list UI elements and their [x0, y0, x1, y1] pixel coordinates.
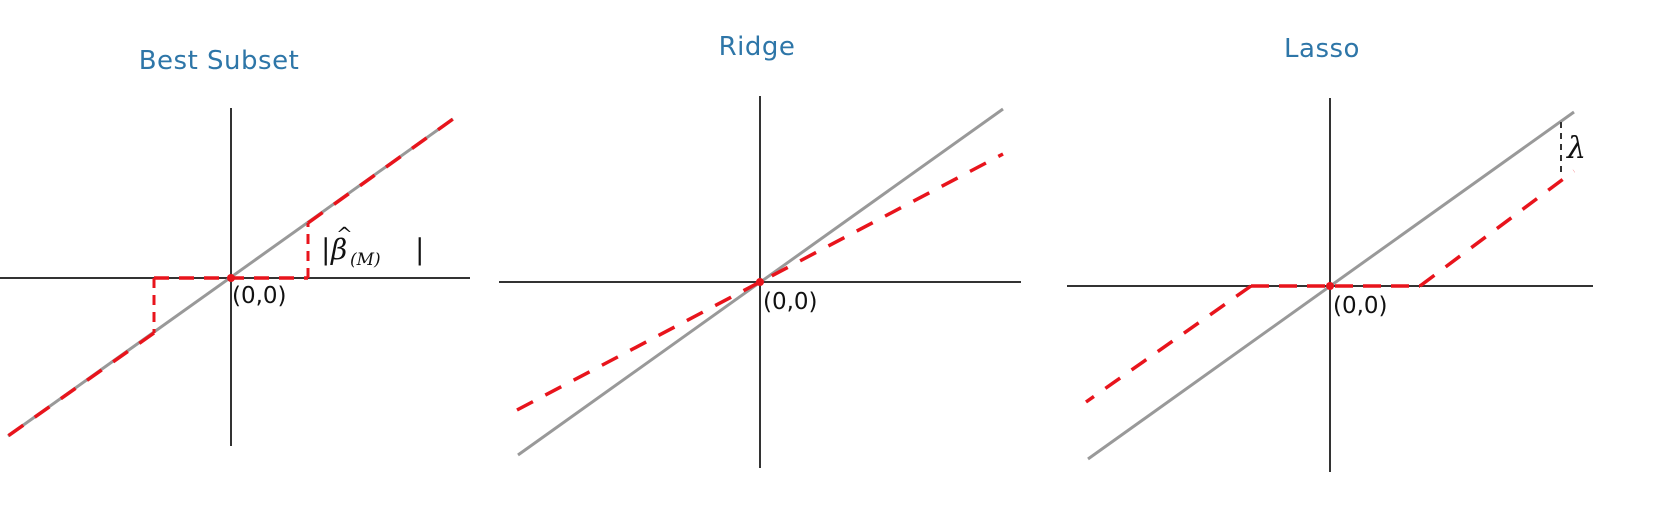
annotation-bar-left: | [321, 233, 330, 266]
best-subset-origin-dot [227, 274, 235, 282]
panel-lasso: (0,0) λ [1067, 98, 1593, 472]
lasso-estimator-right [1418, 169, 1576, 288]
panel-title-lasso: Lasso [1284, 34, 1360, 64]
ridge-origin-dot [756, 278, 764, 286]
best-subset-threshold-annotation: | β ^ (M) | [321, 222, 424, 270]
lasso-lambda-label: λ [1566, 131, 1586, 166]
lasso-estimator-left [1084, 284, 1253, 404]
annotation-hat: ^ [336, 222, 353, 246]
annotation-bar-right: | [415, 233, 424, 266]
lasso-origin-dot [1326, 282, 1334, 290]
best-subset-origin-label: (0,0) [232, 283, 287, 309]
annotation-beta: β [330, 233, 347, 266]
annotation-subscript: (M) [350, 250, 381, 270]
ridge-origin-label: (0,0) [763, 289, 818, 315]
panel-title-best-subset: Best Subset [138, 46, 300, 76]
ridge-estimator-line [516, 152, 1004, 412]
panel-best-subset: (0,0) | β ^ (M) | [0, 108, 470, 446]
lasso-origin-label: (0,0) [1333, 293, 1388, 319]
panel-ridge: (0,0) [499, 96, 1021, 468]
panel-title-ridge: Ridge [718, 32, 796, 62]
